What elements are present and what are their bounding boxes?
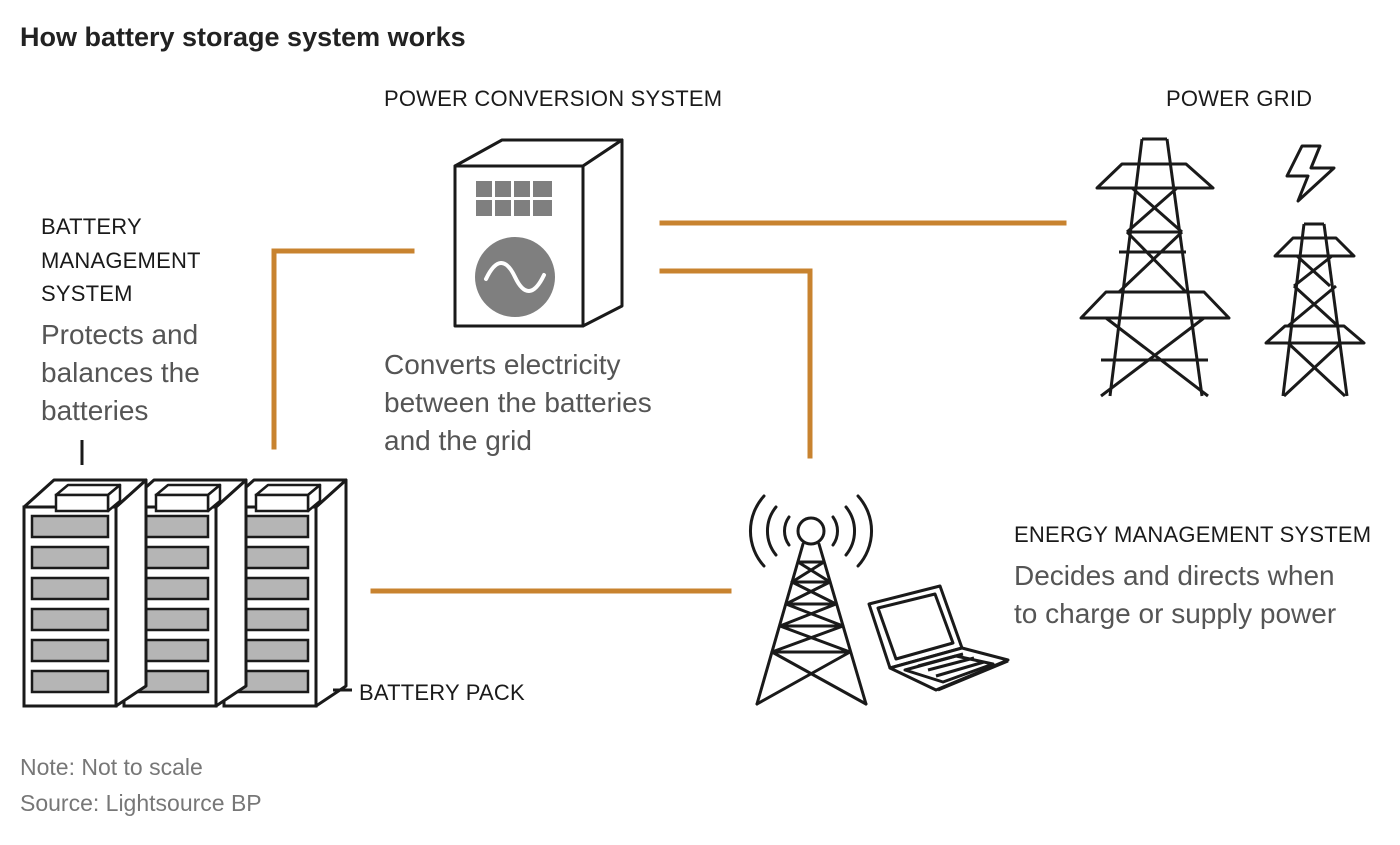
battery-cell	[30, 576, 110, 601]
battery-cell	[30, 607, 110, 632]
bms-description-line-2: balances the	[41, 357, 200, 388]
ems-description-line-1: Decides and directs when	[1014, 560, 1335, 591]
battery-cell	[30, 638, 110, 663]
laptop-icon	[867, 584, 1010, 692]
battery-cell	[30, 514, 110, 539]
battery-pack-label: BATTERY PACK	[359, 680, 525, 705]
bms-label-line-2: MANAGEMENT	[41, 248, 201, 273]
connectors	[271, 220, 1067, 594]
battery-cell	[30, 669, 110, 694]
radio-tower-icon	[749, 494, 873, 706]
ems-label: ENERGY MANAGEMENT SYSTEM	[1014, 522, 1372, 547]
connector-inverter-to-ems	[659, 268, 813, 459]
bms-description-line-3: batteries	[41, 395, 149, 426]
inverter-icon	[453, 138, 624, 328]
page-title: How battery storage system works	[20, 22, 466, 52]
lightning-icon	[1285, 144, 1336, 203]
pcs-description-line-1: Converts electricity	[384, 349, 621, 380]
bms-label-line-1: BATTERY	[41, 214, 142, 239]
connector-bms-to-inverter	[271, 248, 415, 450]
footer-source: Source: Lightsource BP	[20, 790, 262, 816]
power-conversion-label: POWER CONVERSION SYSTEM	[384, 86, 723, 111]
footer-note: Note: Not to scale	[20, 754, 203, 780]
pylon-small-icon	[1264, 222, 1366, 398]
battery-rack	[22, 478, 148, 708]
pcs-description-line-3: and the grid	[384, 425, 532, 456]
battery-cell	[30, 545, 110, 570]
ems-description-line-2: to charge or supply power	[1014, 598, 1337, 629]
pylon-large-icon	[1079, 137, 1231, 398]
power-grid-label: POWER GRID	[1166, 86, 1313, 111]
pcs-description-line-2: between the batteries	[384, 387, 652, 418]
bms-description-line-1: Protects and	[41, 319, 199, 350]
bms-label-line-3: SYSTEM	[41, 281, 133, 306]
battery-pack-icon	[22, 478, 348, 708]
